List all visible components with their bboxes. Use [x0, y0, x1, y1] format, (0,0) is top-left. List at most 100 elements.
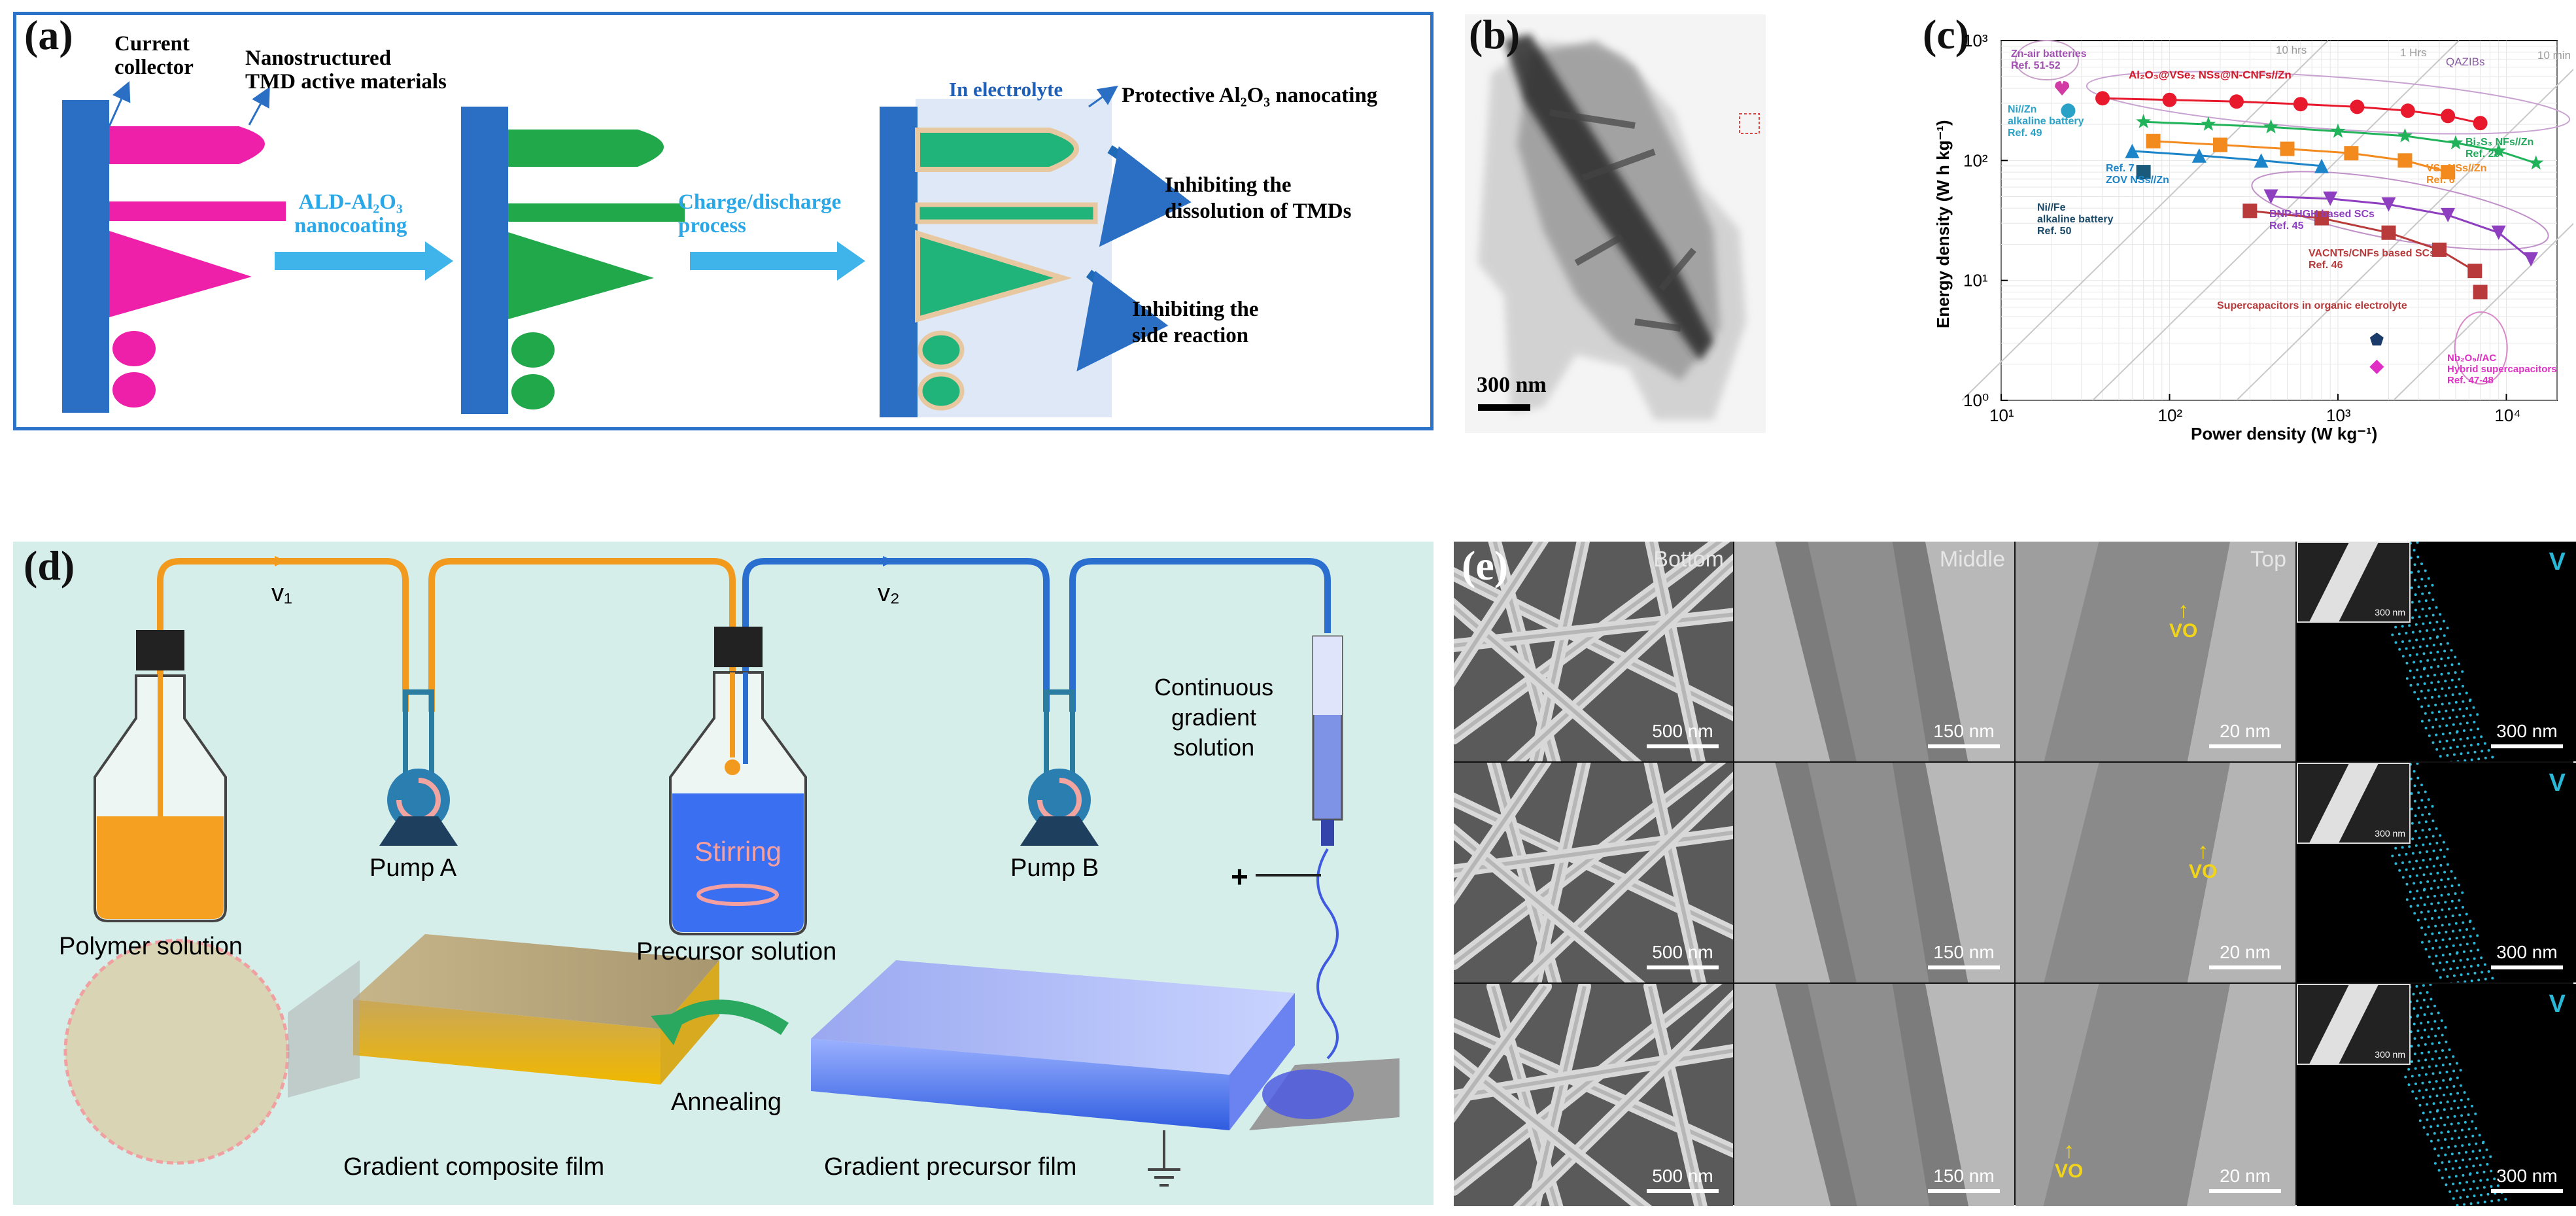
data-point: [2229, 94, 2244, 109]
panel-a: (a) Current collector Nanostructured TMD…: [13, 12, 1434, 430]
scale-bar-label: 150 nm: [1933, 721, 1995, 741]
data-point: [2432, 242, 2447, 257]
data-point: [2467, 264, 2482, 279]
time-line: [2236, 68, 2573, 401]
scale-bar: 500 nm: [1647, 942, 1719, 969]
panel-e-label: (e): [1462, 542, 1509, 589]
panel-d: (d) v₁ v₂ Pump A Pump B Polymer solution…: [13, 542, 1434, 1205]
data-point: [2441, 109, 2456, 124]
v1-label: v₁: [271, 580, 292, 607]
scale-bar: 300 nm: [2491, 721, 2563, 748]
time-line-label: 10 hrs: [2276, 44, 2307, 56]
column-label-bottom: Bottom: [1653, 547, 1724, 572]
polymer-solution-label: Polymer solution: [59, 933, 243, 960]
panel-b-label: (b): [1469, 14, 1520, 58]
data-point: [2061, 103, 2076, 118]
tmd-particle-2b: [511, 374, 555, 409]
annotation-main: Al₂O₃@VSe₂ NSs@N-CNFs//Zn: [2129, 69, 2292, 81]
scale-bar: 20 nm: [2209, 721, 2281, 748]
scale-bar-label: 500 nm: [1652, 942, 1713, 962]
ald-step-label: ALD-Al₂O₃ nanocoating: [294, 190, 407, 237]
vo-marker: ↑VO: [2169, 598, 2198, 642]
em-image-r2-bottom: 500 nm: [1454, 763, 1733, 982]
data-point: [2095, 91, 2110, 106]
protective-label: Protective Al₂O₃ nanocating: [1122, 84, 1378, 107]
current-collector-3: [880, 107, 918, 417]
panel-d-schematic: [63, 556, 1400, 1187]
tmd-particle-2a: [511, 332, 555, 368]
scale-bar-label: 300 nm: [2496, 942, 2558, 962]
scale-bar-label: 20 nm: [2220, 721, 2271, 741]
plus-sign: +: [1231, 860, 1248, 894]
vo-marker: ↑VO: [2189, 839, 2218, 882]
active-materials-label: Nanostructured TMD active materials: [245, 46, 447, 94]
tmd-particle-1b: [112, 372, 156, 408]
series-line: [2143, 120, 2537, 164]
scale-bar: 20 nm: [2209, 942, 2281, 969]
coated-rod: [915, 202, 1098, 224]
scale-bar-label: 150 nm: [1933, 942, 1995, 962]
data-point: [2125, 143, 2140, 158]
scale-bar: 500 nm: [1647, 721, 1719, 748]
scale-bar: 300 nm: [2491, 942, 2563, 969]
data-point: [2473, 116, 2488, 131]
data-point: [2191, 148, 2207, 163]
data-point: [2314, 158, 2329, 173]
scale-bar: 150 nm: [1928, 721, 2000, 748]
annotation-organic: Supercapacitors in organic electrolyte: [2217, 300, 2407, 311]
data-point: [2344, 146, 2359, 161]
precursor-solution-label: Precursor solution: [636, 938, 837, 965]
data-point: [2330, 123, 2346, 138]
polymer-liquid: [97, 816, 224, 919]
data-point: [2491, 225, 2506, 240]
y-tick-label: 10¹: [1963, 271, 1988, 290]
data-point: [2254, 153, 2269, 168]
scale-bar: 150 nm: [1928, 1166, 2000, 1193]
y-axis-label: Energy density (W h kg⁻¹): [1933, 120, 1953, 328]
em-image-r3-middle: 150 nm: [1734, 984, 2014, 1206]
tmd-particle-1a: [112, 331, 156, 366]
tem-image: [1478, 34, 1760, 420]
series-line: [2132, 150, 2322, 167]
inset-image: 300 nm: [2297, 984, 2411, 1065]
tmd-sheet-1: [109, 126, 265, 164]
current-collector-2: [461, 107, 508, 414]
em-image-r3-v-map: 300 nm V 300 nm: [2297, 984, 2576, 1206]
x-tick-label: 10¹: [1989, 406, 2014, 425]
em-image-r2-top: 20 nm: [2016, 763, 2295, 982]
inset-scale-label: 300 nm: [2375, 828, 2405, 839]
data-point: [2369, 359, 2384, 374]
data-point: [2201, 116, 2216, 131]
scale-bar-label: 300 nm: [2496, 1166, 2558, 1186]
data-point: [2473, 285, 2488, 300]
v-element-label: V: [2549, 990, 2566, 1018]
magnified-view: [63, 939, 290, 1165]
column-label-middle: Middle: [1939, 547, 2005, 572]
time-line-label: 1 Hrs: [2400, 46, 2427, 59]
scale-bar-label: 20 nm: [2220, 1166, 2271, 1186]
side-reaction-label: Inhibiting the side reaction: [1132, 298, 1259, 347]
panel-a-schematic: [62, 81, 1192, 417]
time-line: [2092, 40, 2460, 401]
current-collector-1: [62, 100, 109, 413]
dissolution-arrow: [1099, 145, 1192, 247]
y-tick-label: 10²: [1963, 150, 1988, 170]
inset-scale-label: 300 nm: [2375, 607, 2405, 617]
panel-d-label: (d): [24, 542, 75, 589]
data-point: [2280, 141, 2295, 156]
em-image-r2-middle: 150 nm: [1734, 763, 2014, 982]
coated-sheet: [915, 128, 1079, 172]
scale-bar-label: 300 nm: [2496, 721, 2558, 741]
scale-bar: 500 nm: [1647, 1166, 1719, 1193]
data-point: [2441, 165, 2456, 180]
data-point: [2263, 119, 2279, 134]
x-tick-label: 10⁴: [2494, 406, 2520, 425]
tmd-sheet-2: [508, 130, 664, 167]
